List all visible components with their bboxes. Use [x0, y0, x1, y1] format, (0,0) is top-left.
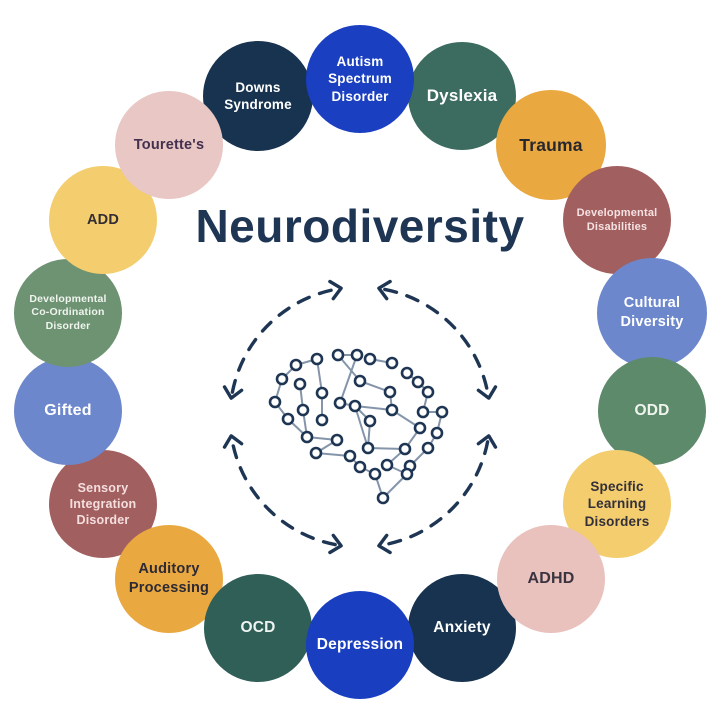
ring-item-downs-syndrome: Downs Syndrome — [203, 41, 313, 151]
ring-item-label: Sensory Integration Disorder — [69, 481, 137, 527]
ring-item-cultural-diversity: Cultural Diversity — [597, 258, 707, 368]
ring-item-label: Developmental Co-Ordination Disorder — [29, 292, 107, 332]
ring-item-developmental-disabilities: Developmental Disabilities — [563, 166, 671, 274]
ring-item-label: ADD — [86, 211, 119, 228]
ring-item-auditory-processing: Auditory Processing — [115, 525, 223, 633]
ring-item-label: Developmental Disabilities — [576, 206, 658, 233]
ring-item-developmental-co-ordination-disorder: Developmental Co-Ordination Disorder — [14, 259, 122, 367]
ring-item-tourettes: Tourette's — [115, 91, 223, 199]
ring-item-autism-spectrum-disorder: Autism Spectrum Disorder — [306, 25, 414, 133]
ring-item-label: Anxiety — [433, 619, 491, 637]
ring-item-label: Dyslexia — [426, 86, 498, 106]
ring-item-anxiety: Anxiety — [408, 574, 516, 682]
ring-item-depression: Depression — [306, 591, 414, 699]
ring-item-label: OCD — [240, 619, 276, 637]
ring-item-label: Gifted — [44, 401, 92, 419]
ring-item-label: ODD — [634, 402, 670, 420]
ring-item-label: Auditory Processing — [128, 561, 210, 596]
ring-item-label: Cultural Diversity — [620, 295, 684, 330]
ring-item-ocd: OCD — [204, 574, 312, 682]
circular-arrows-icon — [222, 279, 498, 555]
brain-network-icon — [268, 348, 449, 505]
ring-item-specific-learning-disorders: Specific Learning Disorders — [563, 450, 671, 558]
ring-item-adhd: ADHD — [497, 525, 605, 633]
ring-item-label: Autism Spectrum Disorder — [328, 54, 392, 104]
ring-item-label: Trauma — [519, 134, 583, 155]
ring-item-odd: ODD — [598, 357, 706, 465]
diagram-title: Neurodiversity — [195, 200, 525, 252]
ring-item-gifted: Gifted — [14, 357, 122, 465]
ring-item-label: Depression — [316, 636, 404, 654]
ring-item-label: Downs Syndrome — [224, 79, 292, 112]
ring-item-label: Specific Learning Disorders — [584, 479, 650, 529]
ring-item-label: Tourette's — [133, 136, 205, 153]
ring-item-label: ADHD — [527, 569, 575, 587]
